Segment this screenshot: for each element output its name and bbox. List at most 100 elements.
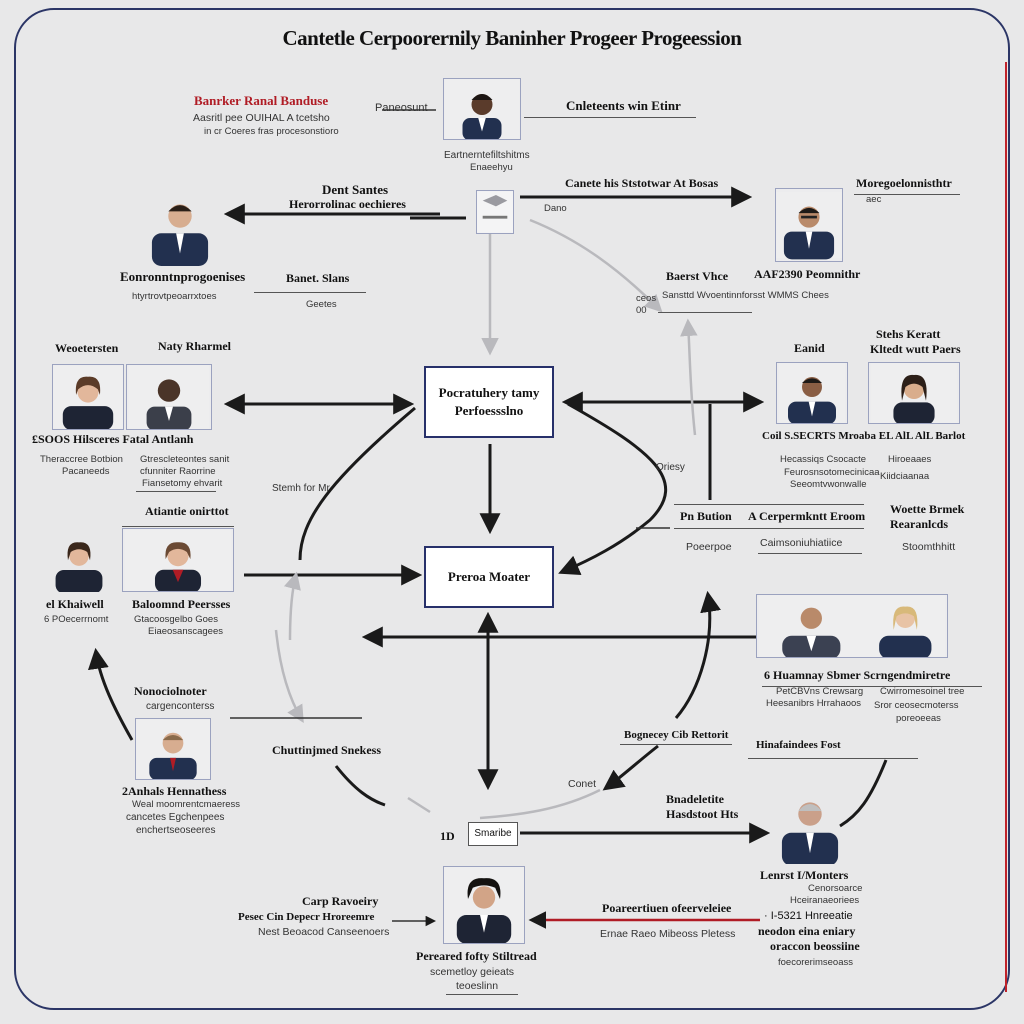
chub-label: Chuttinjmed Snekess: [272, 743, 382, 757]
oo-label: 00: [636, 305, 647, 316]
top-center-caption-1: Eartnerntefiltshitms: [444, 150, 530, 161]
portrait-top-center: [443, 78, 521, 140]
left-mid-sub-1b: Pacaneeds: [62, 466, 110, 477]
career-progression-box[interactable]: Pocratuhery tamy Perfoessslno: [424, 366, 554, 438]
portrait-left-woman-a: [44, 530, 114, 592]
portrait-upper-left: [140, 188, 220, 266]
stemh-label: Stemh for Mr: [272, 483, 330, 494]
left-low-sub-b: Gtacoosgelbo Goes: [134, 614, 218, 625]
top-right-heading: Cnleteents win Etinr: [566, 98, 681, 113]
right-mid-sub-1: Hecassiqs Csocacte: [780, 454, 867, 465]
bottom-caption-1: Pereared fofty Stiltread: [416, 949, 537, 963]
curve-right-loop: [674, 590, 721, 719]
curve-gray-left-down: [274, 629, 304, 724]
curve-gray-left: [283, 571, 301, 641]
curve-gray-bottom: [479, 788, 601, 820]
anhals-sub-1: Weal moomrentcmaeress: [132, 799, 241, 810]
bottom-caption-2: scemetloy geieats: [430, 966, 515, 978]
left-mid-caption: £SOOS Hilsceres Fatal Antlanh: [32, 432, 194, 446]
lenst-label: Lenrst I/Monters: [760, 868, 849, 882]
atiantie-label: Atiantie onirttot: [145, 504, 229, 518]
hastoot-label: Hasdstoot Hts: [666, 807, 739, 821]
career-box-line2: Perfoessslno: [454, 403, 524, 418]
smarie-tag: Smaribe: [468, 822, 518, 846]
dent-label: Dent Santes: [322, 182, 389, 197]
nono-label: Nonociolnoter: [134, 684, 207, 698]
left-low-sub-c: Eiaeosanscagees: [148, 626, 223, 637]
aaf-label: AAF2390 Peomnithr: [754, 267, 861, 281]
top-left-sub2: in cr Coeres fras procesonstioro: [204, 126, 339, 137]
left-low-caption-b: Baloomnd Peersses: [132, 597, 231, 611]
right-mid-sub-2: Feurosnsotomecinicaa: [784, 467, 880, 478]
conet-label: Conet: [568, 778, 597, 790]
portrait-mid-left-woman: [52, 364, 124, 430]
kitedt-label: Kltedt wutt Paers: [870, 342, 961, 356]
poeerpo-label: Poeerpoe: [686, 541, 732, 553]
pn-bution-label: Pn Bution: [680, 509, 732, 523]
portrait-bottom-center: [443, 866, 525, 944]
left-caption: Eonronntnprogoenises: [120, 269, 246, 284]
left-mid-sub-2a: Gtrescleteontes sanit: [140, 454, 230, 465]
career-box-line1: Pocratuhery tamy: [438, 385, 540, 401]
left-mid-sub-2b: cfunniter Raorrine: [140, 466, 216, 477]
right-accent-line: [1005, 62, 1007, 992]
nest-label: Nest Beoacod Canseenoers: [258, 926, 390, 938]
curve-right-bottom: [839, 759, 888, 828]
left-mid-sub-2c: Fiansetomy ehvarit: [142, 478, 223, 489]
ceos-label: ceos: [636, 293, 657, 304]
ten-label: 1D: [440, 829, 455, 843]
bottom-caption-3: teoeslinn: [456, 980, 499, 992]
right-mid-sub-4: Hiroeaaes: [888, 454, 932, 465]
top-left-heading: Banrker Ranal Banduse: [194, 93, 329, 108]
center-right-line: Canete his Ststotwar At Bosas: [565, 176, 719, 190]
lenst-sub-5: oraccon beossiine: [770, 939, 860, 953]
pesce-label: Pesec Cin Depecr Hroreemre: [238, 911, 375, 923]
curve-left-loop: [87, 647, 134, 741]
stehs-label: Stehs Keratt: [876, 327, 941, 341]
curve-gray-top-right: [529, 218, 663, 313]
stoomthhitt-label: Stoomthhitt: [902, 541, 956, 553]
nono-sub: cargenconterss: [146, 701, 215, 712]
lenst-sub-2: Hceiranaeoriees: [790, 895, 860, 906]
portrait-lower-right: [778, 786, 842, 864]
right-low-sub-2: Heesanibrs Hrrahaoos: [766, 698, 862, 709]
master-box-label: Preroa Moater: [447, 569, 531, 585]
anhals-label: 2Anhals Hennathess: [122, 784, 227, 798]
baet-label: Baerst Vhce: [666, 269, 729, 283]
right-low-sub-4: Sror ceosecmoterss: [874, 700, 959, 711]
emae-label: Ernae Raeo Mibeoss Pletess: [600, 928, 736, 940]
top-left-tag: Paneosunt: [375, 102, 428, 114]
dano-label: Dano: [544, 203, 567, 214]
banet-label: Banet. Slans: [286, 271, 350, 285]
right-mid-sub-5: Kiidciaanaa: [880, 471, 930, 482]
smarie-tag-label: Smaribe: [474, 828, 512, 840]
right-low-caption: 6 Huamnay Sbmer Scrngendmiretre: [764, 668, 951, 682]
right-heading: Moregoelonnisthtr: [856, 176, 952, 190]
left-mid-sub-1a: Theraccree Botbion: [40, 454, 123, 465]
grethes-label: Geetes: [306, 299, 337, 310]
curve-career-right: [558, 402, 668, 576]
portrait-mid-right-man: [776, 362, 848, 424]
lenst-sub-1: Cenorsoarce: [808, 883, 863, 894]
portrait-mid-right-woman: [868, 362, 960, 424]
anhals-sub-2: cancetes Egchenpees: [126, 812, 225, 823]
curve-career-down: [298, 406, 416, 561]
woette-label: Woette Brmek: [890, 502, 965, 516]
curve-center-left: [334, 765, 386, 807]
hire-label: Herorrolinac oechieres: [289, 197, 406, 211]
lenst-sub-6: foecorerimseoass: [778, 957, 853, 968]
eanid-label: Eanid: [794, 341, 825, 355]
master-box[interactable]: Preroa Moater: [424, 546, 554, 608]
lenst-sub-4: neodon eina eniary: [758, 924, 856, 938]
right-mid-caption: Coil S.SECRTS Mroaba EL AlL AlL Barlot: [762, 430, 966, 442]
portrait-mid-left-man: [126, 364, 212, 430]
cpermakntt-label: A Cerpermkntt Eroom: [748, 509, 866, 523]
bnado-label: Bnadeletite: [666, 792, 724, 806]
poreert-label: Poareertiuen ofeerveleiee: [602, 901, 732, 915]
sanstd-label: Sansttd Wvoentinnforsst WMMS Chees: [662, 290, 829, 301]
right-sub: aec: [866, 194, 882, 205]
anhals-sub-3: enchertseoseeres: [136, 825, 216, 836]
top-left-sub1: Aasritl pee OUIHAL A tcetsho: [193, 112, 330, 124]
hinafa-label: Hinafaindees Fost: [756, 739, 841, 751]
